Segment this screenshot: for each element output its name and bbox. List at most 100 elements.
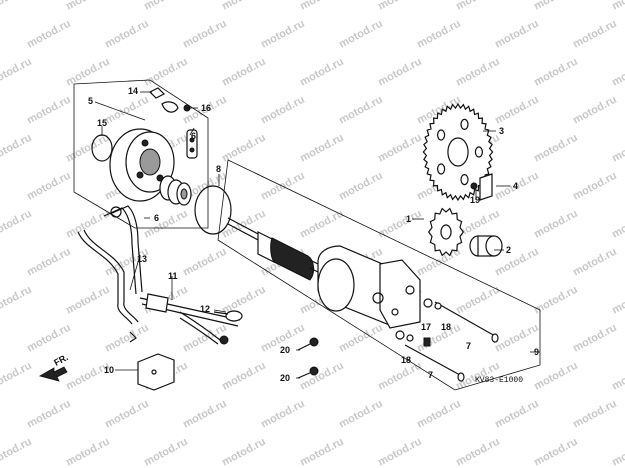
- sprocket-hub: [447, 137, 469, 167]
- watermark-text: motod.ru: [337, 18, 385, 51]
- callout-20-lower: 20: [280, 373, 290, 383]
- watermark-text: motod.ru: [376, 360, 424, 393]
- watermark-text: motod.ru: [532, 208, 580, 241]
- watermark-text: motod.ru: [610, 208, 625, 241]
- sprocket-hole: [474, 146, 483, 158]
- watermark-text: motod.ru: [610, 360, 625, 393]
- starter-motor-group-outline: [217, 159, 541, 391]
- watermark-text: motod.ru: [25, 322, 73, 355]
- watermark-text: motod.ru: [571, 18, 619, 51]
- front-arrow-label: FR.: [52, 352, 69, 368]
- sprocket-hole: [437, 129, 446, 141]
- watermark-text: motod.ru: [454, 436, 502, 468]
- watermark-text: motod.ru: [220, 284, 268, 317]
- watermark-text: motod.ru: [493, 398, 541, 431]
- watermark-text: motod.ru: [454, 56, 502, 89]
- watermark-text: motod.ru: [103, 398, 151, 431]
- callout-2: 2: [506, 245, 511, 255]
- callout-18-upper: 18: [441, 322, 451, 332]
- watermark-text: motod.ru: [0, 56, 34, 89]
- watermark-text: motod.ru: [298, 360, 346, 393]
- stay-bracket: [137, 353, 175, 391]
- callout-13: 13: [137, 254, 147, 264]
- armature: [227, 217, 319, 281]
- callout-11: 11: [168, 271, 178, 281]
- callout-12: 12: [200, 304, 210, 314]
- watermark-text: motod.ru: [259, 398, 307, 431]
- watermark-text: motod.ru: [0, 360, 34, 393]
- front-arrow-icon: [38, 366, 68, 382]
- diagram-code: KV83-E1000: [475, 376, 523, 385]
- watermark-text: motod.ru: [64, 436, 112, 468]
- watermark-text: motod.ru: [25, 246, 73, 279]
- watermark-text: motod.ru: [571, 170, 619, 203]
- watermark-text: motod.ru: [610, 436, 625, 468]
- watermark-text: motod.ru: [610, 56, 625, 89]
- watermark-text: motod.ru: [298, 0, 346, 13]
- watermark-text: motod.ru: [376, 0, 424, 13]
- watermark-text: motod.ru: [454, 0, 502, 13]
- watermark-text: motod.ru: [25, 94, 73, 127]
- callout-5: 5: [88, 96, 93, 106]
- watermark-text: motod.ru: [532, 132, 580, 165]
- callout-7-lower: 7: [428, 370, 433, 380]
- callout-6-lower: 6: [154, 213, 159, 223]
- watermark-text: motod.ru: [0, 436, 34, 468]
- bracket: [470, 173, 493, 201]
- watermark-text: motod.ru: [376, 56, 424, 89]
- watermark-text: motod.ru: [532, 56, 580, 89]
- watermark-text: motod.ru: [103, 322, 151, 355]
- wire-harness: [139, 293, 241, 345]
- watermark-text: motod.ru: [103, 18, 151, 51]
- watermark-text: motod.ru: [0, 284, 34, 317]
- starter-end-cover: [109, 128, 175, 202]
- watermark-text: motod.ru: [571, 246, 619, 279]
- sprocket-hub: [440, 224, 452, 240]
- watermark-text: motod.ru: [532, 360, 580, 393]
- sprocket-hole: [460, 174, 469, 186]
- watermark-text: motod.ru: [571, 94, 619, 127]
- watermark-text: motod.ru: [25, 18, 73, 51]
- watermark-text: motod.ru: [259, 18, 307, 51]
- watermark-text: motod.ru: [103, 94, 151, 127]
- watermark-text: motod.ru: [25, 170, 73, 203]
- watermark-text: motod.ru: [610, 0, 625, 13]
- callout-20-upper: 20: [280, 345, 290, 355]
- long-bolts: [395, 298, 499, 382]
- callout-labels: 1 2 3 4 5 6 6 7 7 8 9 10 11 12 13 14 15 …: [88, 86, 539, 383]
- callout-17: 17: [421, 322, 431, 332]
- watermark-text: motod.ru: [376, 208, 424, 241]
- motor-case: [317, 245, 421, 329]
- watermark-text: motod.ru: [298, 436, 346, 468]
- starter-cover-group-outline: [73, 79, 209, 229]
- watermark-text: motod.ru: [337, 94, 385, 127]
- watermark-text: motod.ru: [532, 284, 580, 317]
- watermark-text: motod.ru: [532, 0, 580, 13]
- o-ring-8: [194, 185, 232, 235]
- watermark-text: motod.ru: [220, 132, 268, 165]
- watermark-text: motod.ru: [0, 132, 34, 165]
- sprocket-hole: [460, 118, 469, 131]
- watermark-text: motod.ru: [610, 132, 625, 165]
- watermark-text: motod.ru: [64, 56, 112, 89]
- watermark-text: motod.ru: [298, 56, 346, 89]
- watermark-text: motod.ru: [220, 56, 268, 89]
- watermark-text: motod.ru: [493, 18, 541, 51]
- watermark-text: motod.ru: [220, 436, 268, 468]
- watermark-text: motod.ru: [142, 436, 190, 468]
- watermark-text: motod.ru: [142, 56, 190, 89]
- watermark-text: motod.ru: [337, 322, 385, 355]
- watermark-text: motod.ru: [259, 94, 307, 127]
- watermark-text: motod.ru: [376, 436, 424, 468]
- watermark-text: motod.ru: [142, 0, 190, 13]
- sleeve: [469, 235, 503, 257]
- sprocket-large: [422, 102, 494, 202]
- watermark-text: motod.ru: [610, 284, 625, 317]
- callout-16: 16: [201, 103, 211, 113]
- callout-9: 9: [534, 347, 539, 357]
- watermark-text: motod.ru: [0, 0, 34, 13]
- callout-15: 15: [97, 118, 107, 128]
- watermark-text: motod.ru: [415, 18, 463, 51]
